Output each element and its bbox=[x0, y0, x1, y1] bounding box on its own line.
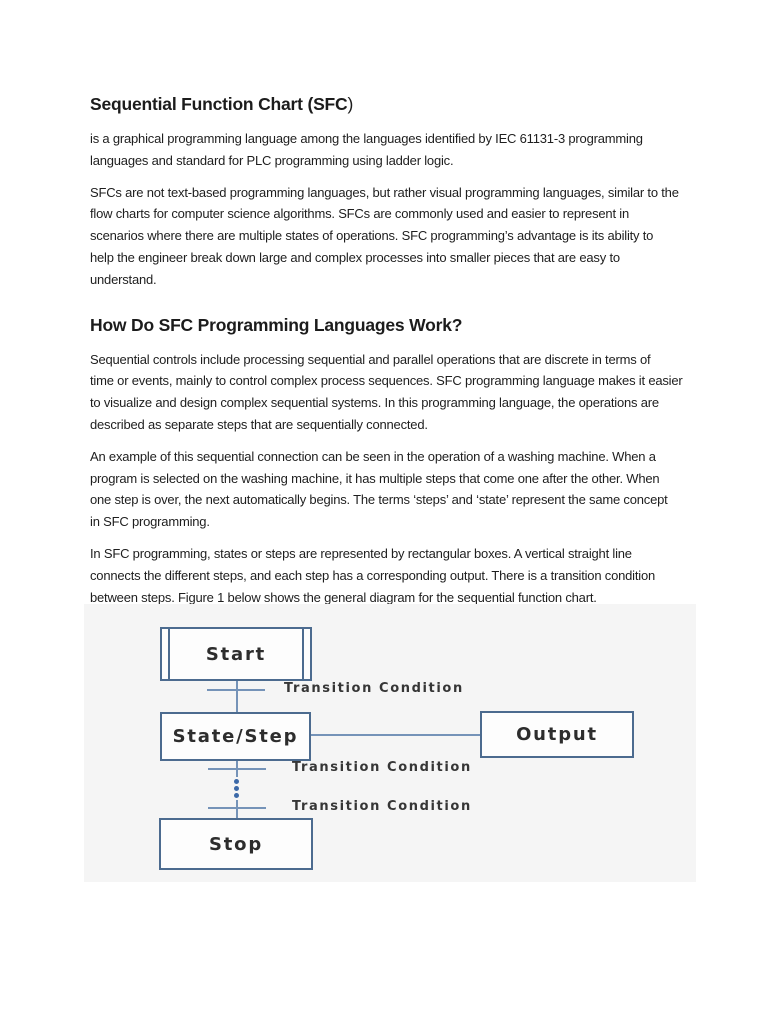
transition-label-2: Transition Condition bbox=[292, 760, 472, 775]
continuation-dot bbox=[234, 779, 239, 784]
action-connector-line bbox=[311, 734, 480, 736]
paragraph-sequential-controls: Sequential controls include processing s… bbox=[90, 351, 683, 432]
document-body: Sequential Function Chart (SFC) is a gra… bbox=[90, 94, 750, 618]
flow-line-start-to-state bbox=[236, 681, 238, 712]
state-step-label: State/Step bbox=[172, 726, 299, 747]
transition-tick-3 bbox=[208, 807, 266, 809]
page-title-bold: Sequential Function Chart (SFC bbox=[90, 94, 348, 114]
transition-tick-2 bbox=[208, 768, 266, 770]
transition-tick-1 bbox=[207, 689, 265, 691]
paragraph-sfc-overview: SFCs are not text-based programming lang… bbox=[90, 184, 679, 287]
paragraph-washing-machine-example: An example of this sequential connection… bbox=[90, 448, 668, 530]
continuation-dot bbox=[234, 786, 239, 791]
initial-step-double-line-right bbox=[302, 629, 304, 679]
stop-step-box: Stop bbox=[159, 818, 313, 870]
initial-step-double-line-left bbox=[168, 629, 170, 679]
state-step-box: State/Step bbox=[160, 712, 311, 761]
page-title: Sequential Function Chart (SFC) bbox=[90, 94, 750, 115]
sfc-diagram-figure: Start Transition Condition State/Step Ou… bbox=[84, 604, 696, 882]
start-step-box: Start bbox=[160, 627, 312, 681]
page-title-tail: ) bbox=[347, 94, 354, 114]
flow-line-into-stop bbox=[236, 800, 238, 818]
output-label: Output bbox=[516, 724, 598, 745]
start-step-label: Start bbox=[205, 643, 267, 665]
paragraph-intro: is a graphical programming language amon… bbox=[90, 131, 643, 168]
transition-label-3: Transition Condition bbox=[292, 799, 472, 814]
output-box: Output bbox=[480, 711, 634, 758]
section-heading-how-sfc-works: How Do SFC Programming Languages Work? bbox=[90, 314, 463, 335]
paragraph-steps-representation: In SFC programming, states or steps are … bbox=[90, 545, 656, 605]
transition-label-1: Transition Condition bbox=[284, 681, 464, 696]
stop-step-label: Stop bbox=[208, 833, 264, 855]
continuation-dot bbox=[234, 793, 239, 798]
